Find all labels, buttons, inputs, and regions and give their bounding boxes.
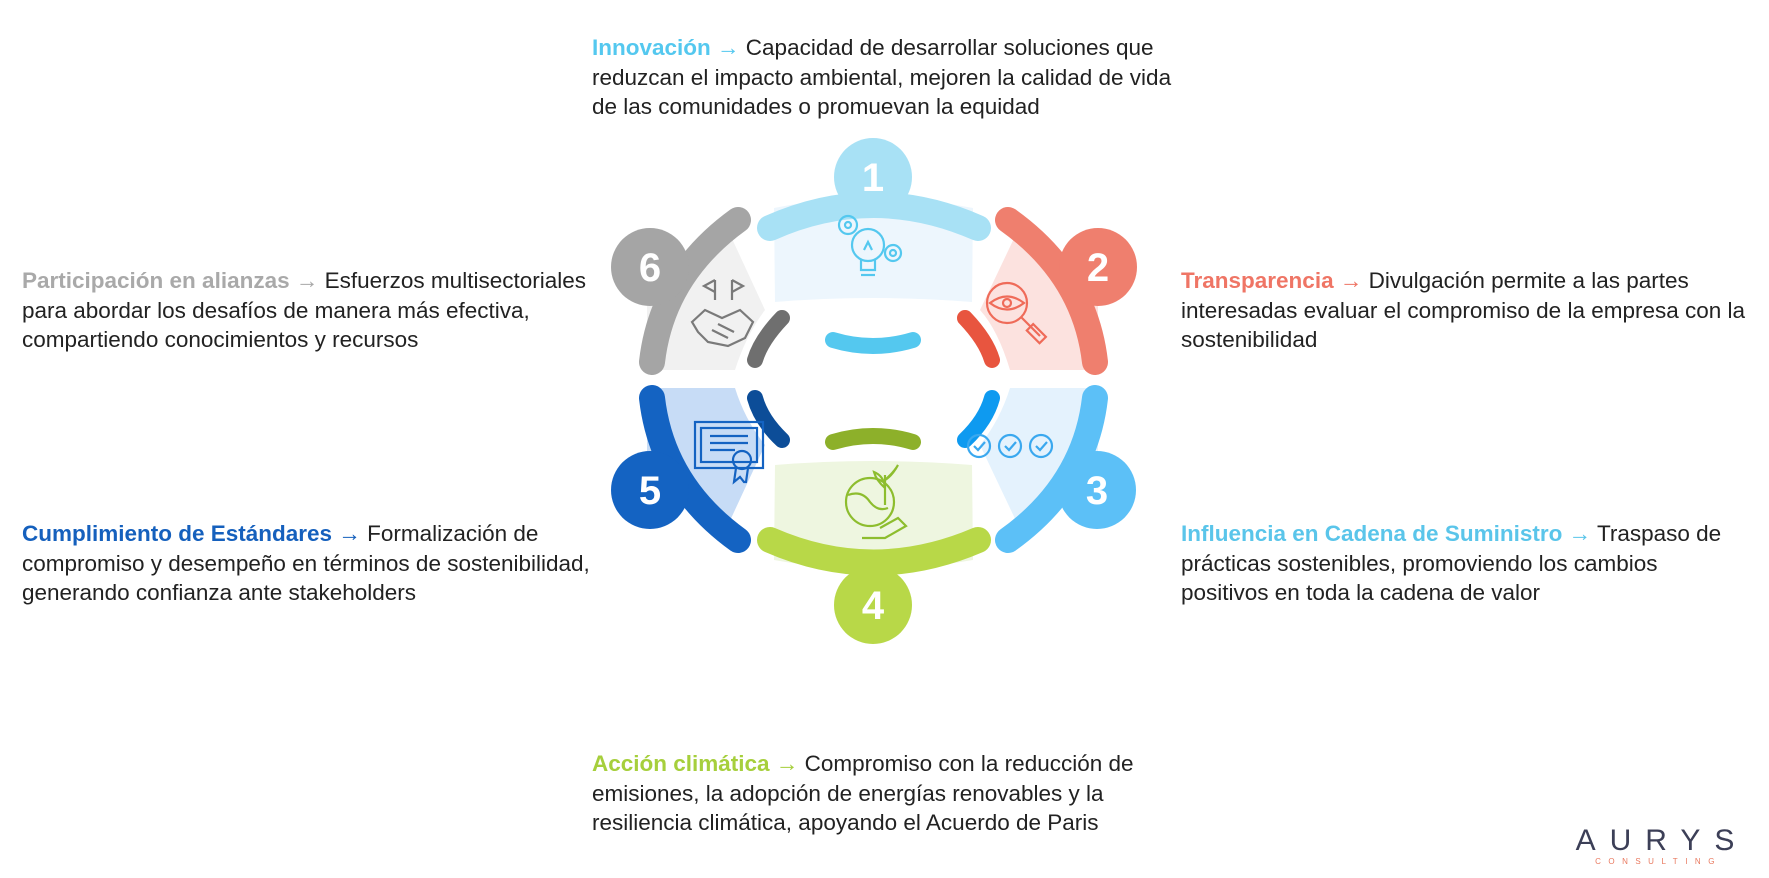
segment-1-number: 1 — [862, 156, 884, 200]
arrow-right-icon: → — [775, 751, 799, 776]
segment-5-number-circle — [611, 451, 689, 529]
segment-5-inner-arc — [747, 390, 790, 448]
arrow-right-icon: → — [1339, 268, 1363, 293]
segment-2-number-circle — [1059, 228, 1137, 306]
segment-5: 5 — [611, 385, 790, 553]
segment-4-outer-arc — [757, 527, 991, 576]
hexagon-cycle-diagram: 1 2 3 4 — [611, 138, 1137, 644]
segment-4-fill — [774, 461, 973, 569]
segment-4: 4 — [757, 428, 991, 644]
segment-3-number: 3 — [1086, 469, 1108, 513]
segment-3-inner-arc — [957, 390, 1000, 448]
segment-3: 3 — [957, 385, 1136, 553]
item-description: Divulgación permite a las partes interes… — [1181, 268, 1746, 352]
item-accion-climatica: Acción climática → Compromiso con la red… — [592, 749, 1192, 838]
item-cumplimiento: Cumplimiento de Estándares → Formalizaci… — [22, 519, 597, 608]
segment-6-inner-arc — [747, 310, 790, 368]
item-alianzas: Participación en alianzas → Esfuerzos mu… — [22, 266, 597, 355]
segment-1: 1 — [757, 138, 991, 354]
segment-1-number-circle — [834, 138, 912, 216]
item-description: Capacidad de desarrollar soluciones que … — [592, 35, 1172, 119]
globe-plant-hand-icon — [844, 464, 908, 540]
segment-2-number: 2 — [1087, 246, 1109, 290]
segment-1-inner-arc — [825, 332, 921, 354]
segment-4-number: 4 — [862, 584, 885, 628]
logo-subtitle: CONSULTING — [1595, 857, 1722, 866]
item-transparencia: Transparencia → Divulgación permite a la… — [1181, 266, 1761, 355]
arrow-right-icon: → — [338, 521, 361, 546]
item-title: Cumplimiento de Estándares — [22, 521, 333, 546]
item-title: Participación en alianzas — [22, 268, 290, 293]
handshake-flags-icon — [690, 279, 755, 348]
item-description: Compromiso con la reducción de emisiones… — [592, 751, 1134, 835]
segment-2: 2 — [957, 207, 1137, 375]
lightbulb-gears-icon — [837, 214, 903, 277]
item-title: Acción climática — [592, 751, 770, 776]
arrow-right-icon: → — [295, 268, 319, 293]
segment-6-number-circle — [611, 228, 689, 306]
item-description: Esfuerzos multisectoriales para abordar … — [22, 268, 586, 352]
segment-2-inner-arc — [957, 310, 1000, 368]
certificate-icon — [693, 420, 765, 485]
item-influencia-cadena: Influencia en Cadena de Suministro → Tra… — [1181, 519, 1751, 608]
segment-6: 6 — [611, 207, 790, 375]
segment-5-number: 5 — [639, 469, 661, 513]
item-title: Transparencia — [1181, 268, 1334, 293]
segment-4-inner-arc — [825, 428, 921, 450]
item-title: Influencia en Cadena de Suministro — [1181, 521, 1563, 546]
item-innovacion: Innovación → Capacidad de desarrollar so… — [592, 33, 1182, 122]
segment-3-number-circle — [1058, 451, 1136, 529]
item-description: Traspaso de prácticas sostenibles, promo… — [1181, 521, 1722, 605]
eye-magnifier-icon — [985, 281, 1048, 345]
aurys-logo: AURYS CONSULTING — [1560, 825, 1750, 867]
logo-name: AURYS — [1575, 824, 1749, 857]
segment-4-number-circle — [834, 566, 912, 644]
segment-6-number: 6 — [639, 246, 661, 290]
item-description: Formalización de compromiso y desempeño … — [22, 521, 590, 605]
arrow-right-icon: → — [1568, 521, 1592, 546]
segment-1-fill — [774, 198, 973, 302]
item-title: Innovación — [592, 35, 711, 60]
check-chain-icon — [966, 433, 1054, 459]
arrow-right-icon: → — [717, 35, 740, 60]
